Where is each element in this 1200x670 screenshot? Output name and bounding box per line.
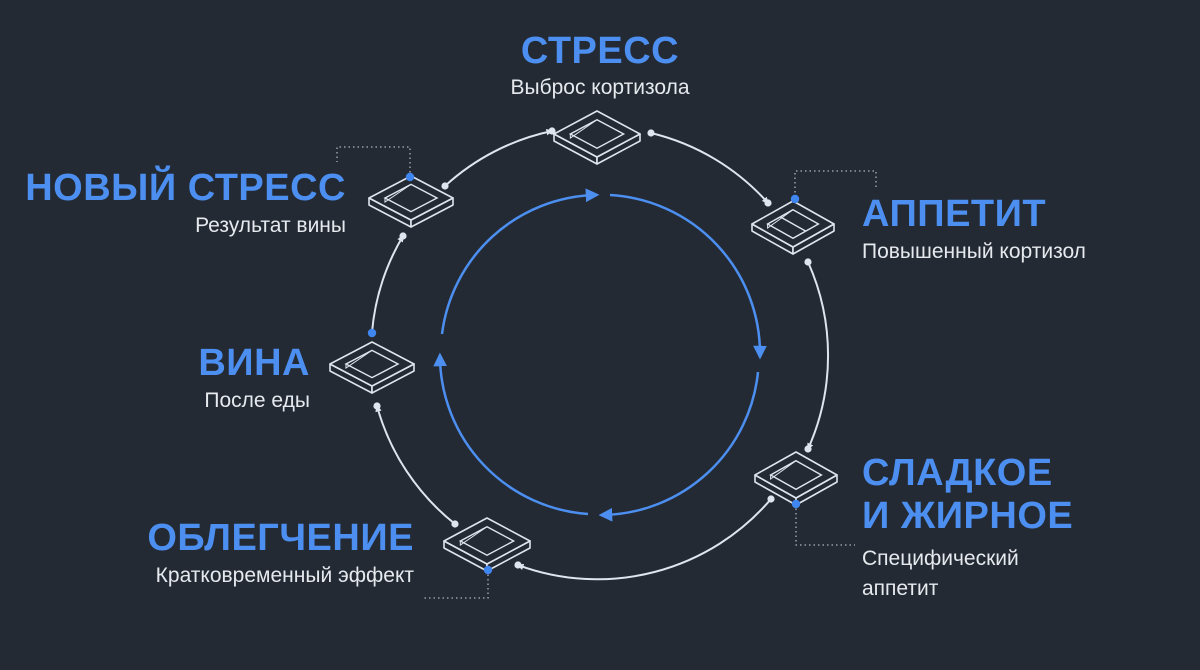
node-title-line1: СЛАДКОЕ xyxy=(862,452,1053,494)
outer-arc-guilt-newstress xyxy=(371,234,404,333)
inner-arc-2 xyxy=(609,193,767,360)
node-subtitle: Выброс кортизола xyxy=(510,75,690,99)
node-title: СТРЕСС xyxy=(520,30,680,72)
node-title: НОВЫЙ СТРЕСС xyxy=(25,167,346,209)
node-subtitle: После еды xyxy=(204,388,310,412)
outer-arc-newstress-stress xyxy=(444,129,554,187)
node-subtitle-line2: аппетит xyxy=(862,576,939,600)
label-relief: ОБЛЕГЧЕНИЕ Кратковременный эффект xyxy=(60,517,414,587)
node-title-line2: И ЖИРНОЕ xyxy=(862,494,1074,537)
sweet-fat-node-icon xyxy=(754,451,838,506)
node-subtitle: Результат вины xyxy=(195,213,346,237)
inner-arc-4 xyxy=(433,352,589,516)
leader-lines xyxy=(336,146,877,599)
node-subtitle: Повышенный кортизол xyxy=(862,239,1086,263)
label-new-stress: НОВЫЙ СТРЕСС Результат вины xyxy=(20,167,346,237)
appetite-node-icon xyxy=(751,200,835,255)
node-subtitle: Кратковременный эффект xyxy=(155,563,414,587)
label-stress: СТРЕСС Выброс кортизола xyxy=(474,30,726,99)
node-subtitle-line1: Специфический xyxy=(862,547,1019,571)
label-appetite: АППЕТИТ Повышенный кортизол xyxy=(862,193,1086,263)
outer-arc-appetite-sweet xyxy=(807,261,830,451)
label-sweet-fat: СЛАДКОЕ И ЖИРНОЕ Специфический аппетит xyxy=(862,452,1073,600)
new-stress-node-icon xyxy=(368,175,454,228)
node-title: ОБЛЕГЧЕНИЕ xyxy=(147,517,414,559)
outer-arc-relief-guilt xyxy=(375,404,456,525)
label-guilt: ВИНА После еды xyxy=(60,342,310,412)
outer-arc-sweet-relief xyxy=(516,498,772,581)
node-title: АППЕТИТ xyxy=(862,193,1047,235)
outer-cycle-ring xyxy=(371,129,830,581)
stress-node-icon xyxy=(553,110,641,165)
inner-cycle-ring xyxy=(433,188,767,522)
relief-node-icon xyxy=(443,517,531,572)
inner-arc-3 xyxy=(598,371,760,522)
inner-arc-1 xyxy=(440,188,600,335)
outer-arc-stress-appetite xyxy=(650,132,770,205)
node-title: ВИНА xyxy=(198,342,310,384)
accent-dots xyxy=(367,172,801,575)
guilt-node-icon xyxy=(329,341,415,394)
outer-ring-dots xyxy=(373,127,812,569)
